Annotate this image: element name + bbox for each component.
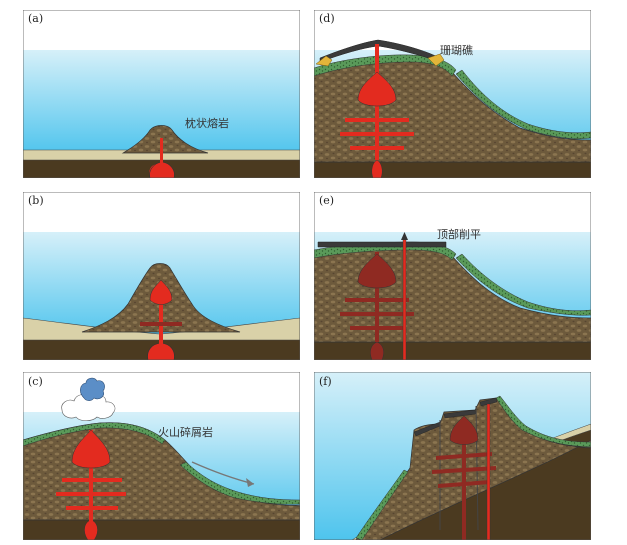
pyroclastic-slope-deposit bbox=[455, 69, 591, 139]
late-dike bbox=[402, 237, 407, 360]
magma-conduit bbox=[160, 138, 163, 163]
late-dike bbox=[486, 403, 491, 540]
bedrock-layer bbox=[23, 518, 300, 540]
bedrock-layer bbox=[314, 160, 591, 178]
magma-reservoir bbox=[149, 279, 173, 305]
pillow-lava-label: 枕状熔岩 bbox=[185, 116, 229, 130]
pyroclastic-cap bbox=[314, 54, 457, 77]
truncated-cap bbox=[317, 241, 447, 248]
flattened-top-label: 顶部削平 bbox=[437, 227, 481, 241]
solidified-reservoir bbox=[449, 415, 479, 445]
pyroclastic-rock-label: 火山碎屑岩 bbox=[158, 425, 213, 439]
pyroclastic-slope-deposit bbox=[179, 461, 300, 505]
panel-e bbox=[314, 192, 591, 360]
coral-reef-right bbox=[427, 53, 445, 67]
eruption-cloud bbox=[61, 394, 116, 422]
panel-f-label: (f) bbox=[319, 375, 332, 388]
panel-a bbox=[23, 10, 300, 178]
sill bbox=[140, 322, 182, 326]
pyroclastic-cap bbox=[23, 422, 166, 447]
sill bbox=[66, 506, 118, 510]
faulted-cap bbox=[479, 397, 498, 407]
sill bbox=[350, 146, 404, 150]
magma-reservoir bbox=[71, 429, 111, 469]
panel-b bbox=[23, 192, 300, 360]
coral-reef-left bbox=[315, 55, 333, 67]
sediment-layer bbox=[23, 317, 300, 341]
panel-e-label: (e) bbox=[319, 194, 334, 207]
pyroclastic-slope-deposit bbox=[495, 395, 591, 448]
solidified-reservoir bbox=[357, 253, 397, 289]
magma-reservoir bbox=[357, 71, 397, 107]
ash-plume bbox=[80, 377, 105, 401]
bedrock-layer bbox=[314, 340, 591, 360]
panel-c-label: (c) bbox=[28, 375, 43, 388]
panel-a-label: (a) bbox=[28, 12, 43, 25]
panel-d-label: (d) bbox=[319, 12, 335, 25]
panel-f bbox=[314, 372, 591, 540]
pillow-lava-mound bbox=[121, 125, 209, 154]
panel-c bbox=[23, 372, 300, 540]
panel-d bbox=[314, 10, 591, 178]
coral-reef-label: 珊瑚礁 bbox=[440, 43, 473, 57]
panel-b-label: (b) bbox=[28, 194, 44, 207]
